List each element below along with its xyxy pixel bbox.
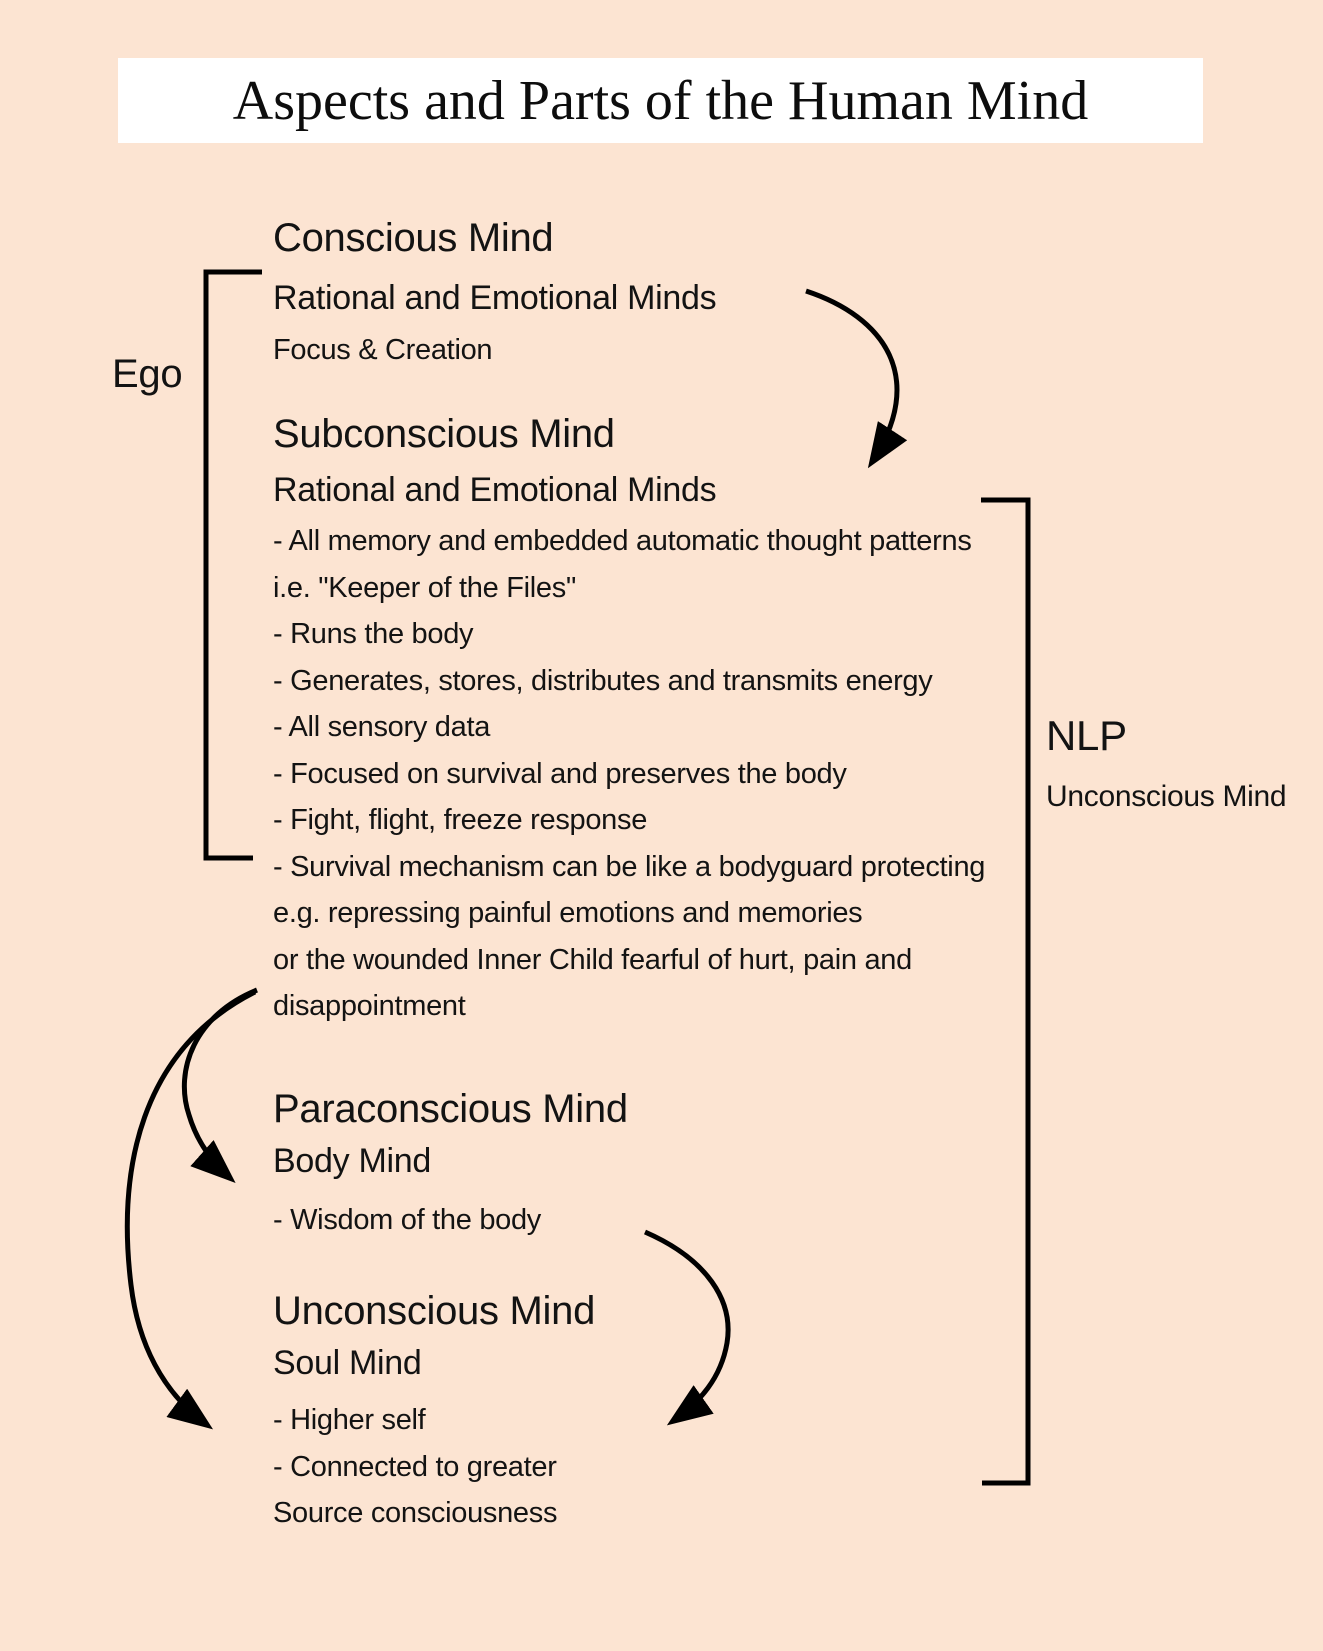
- bullet-line: - Focused on survival and preserves the …: [273, 757, 847, 790]
- unconscious-bullet-list: - Higher self - Connected to greater Sou…: [273, 1397, 595, 1537]
- unconscious-mind-subheading: Soul Mind: [273, 1344, 422, 1382]
- bullet-line: Source consciousness: [273, 1497, 558, 1529]
- arrow-paraconscious-to-unconscious-icon: [644, 1229, 731, 1426]
- bullet-line: - Generates, stores, distributes and tra…: [273, 664, 933, 697]
- subconscious-mind-heading: Subconscious Mind: [273, 412, 615, 456]
- bullet-line: - Survival mechanism can be like a bodyg…: [273, 850, 986, 883]
- bullet-line: - All memory and embedded automatic thou…: [273, 525, 972, 557]
- bullet-line: or the wounded Inner Child fearful of hu…: [273, 943, 912, 976]
- subconscious-bullet-list: - All memory and embedded automatic thou…: [273, 518, 985, 1030]
- bullet-line: disappointment: [273, 990, 466, 1022]
- bullet-line: - All sensory data: [273, 711, 491, 743]
- bullet-line: - Wisdom of the body: [273, 1204, 541, 1236]
- conscious-mind-subheading: Rational and Emotional Minds: [273, 279, 717, 317]
- bullet-line: - Higher self: [273, 1404, 426, 1436]
- ego-label: Ego: [112, 352, 183, 396]
- bullet-line: e.g. repressing painful emotions and mem…: [273, 897, 863, 929]
- bullet-line: - Runs the body: [273, 618, 474, 650]
- ego-bracket: [203, 269, 262, 861]
- nlp-sublabel: Unconscious Mind: [1046, 780, 1287, 813]
- subconscious-mind-subheading: Rational and Emotional Minds: [273, 471, 717, 509]
- paraconscious-bullet-list: - Wisdom of the body: [273, 1197, 628, 1244]
- nlp-label: NLP: [1046, 712, 1127, 759]
- conscious-mind-section: Conscious Mind Rational and Emotional Mi…: [273, 212, 717, 370]
- paraconscious-mind-heading: Paraconscious Mind: [273, 1087, 628, 1131]
- nlp-bracket: [981, 497, 1031, 1486]
- title-bar: Aspects and Parts of the Human Mind: [118, 58, 1203, 143]
- page-title: Aspects and Parts of the Human Mind: [232, 69, 1089, 132]
- conscious-mind-note: Focus & Creation: [273, 334, 493, 366]
- unconscious-mind-section: Unconscious Mind Soul Mind - Higher self…: [273, 1285, 595, 1537]
- paraconscious-mind-section: Paraconscious Mind Body Mind - Wisdom of…: [273, 1083, 628, 1244]
- bullet-line: - Connected to greater: [273, 1450, 557, 1483]
- arrow-subconscious-to-paraconscious-icon: [181, 987, 258, 1183]
- conscious-mind-heading: Conscious Mind: [273, 216, 554, 260]
- paraconscious-mind-subheading: Body Mind: [273, 1142, 431, 1180]
- subconscious-mind-section: Subconscious Mind Rational and Emotional…: [273, 408, 985, 1030]
- bullet-line: i.e. "Keeper of the Files": [273, 571, 576, 604]
- arrow-subconscious-to-unconscious-icon: [124, 989, 257, 1430]
- bullet-line: - Fight, flight, freeze response: [273, 804, 648, 836]
- unconscious-mind-heading: Unconscious Mind: [273, 1289, 596, 1333]
